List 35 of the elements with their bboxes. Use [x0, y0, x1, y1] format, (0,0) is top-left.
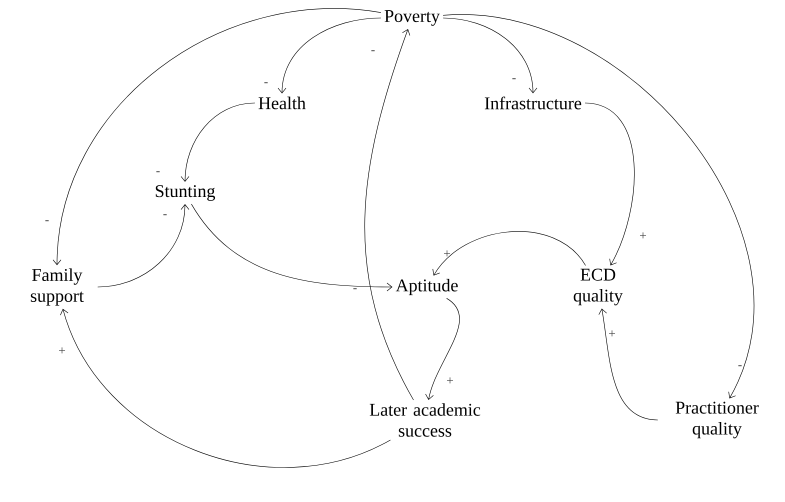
edge-label: + [609, 330, 616, 336]
edge-label: - [512, 78, 516, 80]
arrow [442, 18, 538, 94]
edge-label: - [371, 50, 375, 52]
edge-label: + [447, 377, 454, 384]
factor-label: Family support [30, 268, 84, 306]
factor-label: Health [258, 96, 306, 110]
arrow [432, 231, 586, 276]
arrow [364, 28, 414, 400]
factor-label: Later academic success [370, 403, 480, 437]
arrow [584, 102, 634, 266]
arrow [442, 14, 754, 398]
factor-label: Practitioner quality [676, 402, 759, 438]
arrow [278, 18, 382, 94]
edge-label: - [353, 288, 357, 290]
arrow [191, 204, 392, 292]
edge-label: - [264, 82, 268, 84]
arrow [598, 308, 658, 420]
factor-label: Poverty [384, 10, 440, 26]
edge-label: - [738, 365, 742, 366]
edge-label: + [59, 347, 66, 354]
edge-label: + [444, 250, 450, 256]
edge-label: - [45, 220, 49, 222]
factor-label: Stunting [156, 185, 216, 201]
factor-label: Aptitude [396, 278, 458, 296]
arrow [52, 8, 382, 266]
arrow [425, 298, 460, 400]
edge-label: - [156, 171, 160, 172]
arrow [180, 102, 256, 182]
arrow [97, 204, 190, 288]
edge-label: - [163, 214, 167, 216]
edge-label: + [640, 232, 646, 238]
factor-label: ECD quality [574, 268, 623, 306]
arrow [60, 308, 391, 468]
factor-label: Infrastructure [484, 96, 582, 110]
